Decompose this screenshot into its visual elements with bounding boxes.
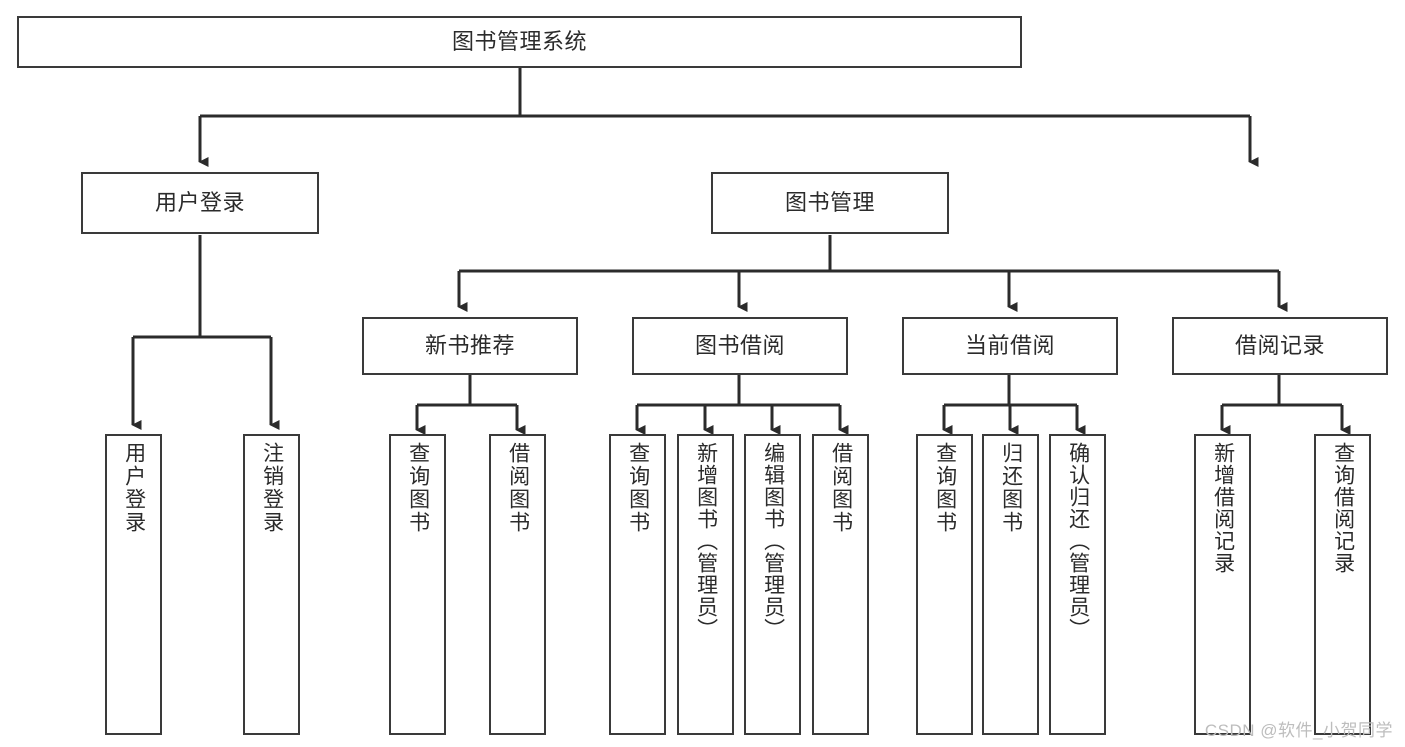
node-borrow-record[interactable]: 借阅记录 (1172, 317, 1388, 375)
leaf-bb-borrow-book[interactable]: 借阅图书 (812, 434, 869, 735)
node-user-login-label: 用户登录 (154, 189, 245, 215)
node-borrow-record-label: 借阅记录 (1234, 332, 1325, 358)
leaf-bb-query-book-label: 查询图书 (626, 442, 650, 534)
node-user-login[interactable]: 用户登录 (81, 172, 319, 234)
leaf-logout-label: 注销登录 (260, 442, 284, 534)
watermark-text: CSDN @软件_小贺同学 (1204, 721, 1393, 740)
leaf-bb-add-book-label: 新增图书（管理员） (694, 442, 718, 640)
leaf-nb-query-book-label: 查询图书 (406, 442, 430, 534)
node-root[interactable]: 图书管理系统 (17, 16, 1022, 68)
leaf-cb-query-book[interactable]: 查询图书 (916, 434, 973, 735)
leaf-br-query-record[interactable]: 查询借阅记录 (1314, 434, 1371, 735)
node-book-borrow[interactable]: 图书借阅 (632, 317, 848, 375)
leaf-br-add-record-label: 新增借阅记录 (1211, 442, 1235, 574)
leaf-bb-add-book[interactable]: 新增图书（管理员） (677, 434, 734, 735)
node-current-borrow[interactable]: 当前借阅 (902, 317, 1118, 375)
leaf-bb-query-book[interactable]: 查询图书 (609, 434, 666, 735)
node-root-label: 图书管理系统 (451, 28, 587, 54)
node-book-manage-label: 图书管理 (784, 189, 875, 215)
leaf-nb-query-book[interactable]: 查询图书 (389, 434, 446, 735)
leaf-br-add-record[interactable]: 新增借阅记录 (1194, 434, 1251, 735)
leaf-logout[interactable]: 注销登录 (243, 434, 300, 735)
leaf-cb-return-book-label: 归还图书 (999, 442, 1023, 534)
leaf-nb-borrow-book[interactable]: 借阅图书 (489, 434, 546, 735)
leaf-bb-edit-book-label: 编辑图书（管理员） (761, 442, 785, 640)
node-current-borrow-label: 当前借阅 (964, 332, 1055, 358)
node-book-manage[interactable]: 图书管理 (711, 172, 949, 234)
leaf-user-login-label: 用户登录 (122, 442, 146, 534)
leaf-cb-confirm-return-label: 确认归还（管理员） (1066, 442, 1090, 640)
leaf-cb-confirm-return[interactable]: 确认归还（管理员） (1049, 434, 1106, 735)
leaf-br-query-record-label: 查询借阅记录 (1331, 442, 1355, 574)
node-book-borrow-label: 图书借阅 (694, 332, 785, 358)
node-new-book-recommend-label: 新书推荐 (424, 332, 515, 358)
leaf-bb-edit-book[interactable]: 编辑图书（管理员） (744, 434, 801, 735)
node-new-book-recommend[interactable]: 新书推荐 (362, 317, 578, 375)
leaf-cb-return-book[interactable]: 归还图书 (982, 434, 1039, 735)
leaf-bb-borrow-book-label: 借阅图书 (829, 442, 853, 534)
leaf-cb-query-book-label: 查询图书 (933, 442, 957, 534)
leaf-user-login[interactable]: 用户登录 (105, 434, 162, 735)
leaf-nb-borrow-book-label: 借阅图书 (506, 442, 530, 534)
